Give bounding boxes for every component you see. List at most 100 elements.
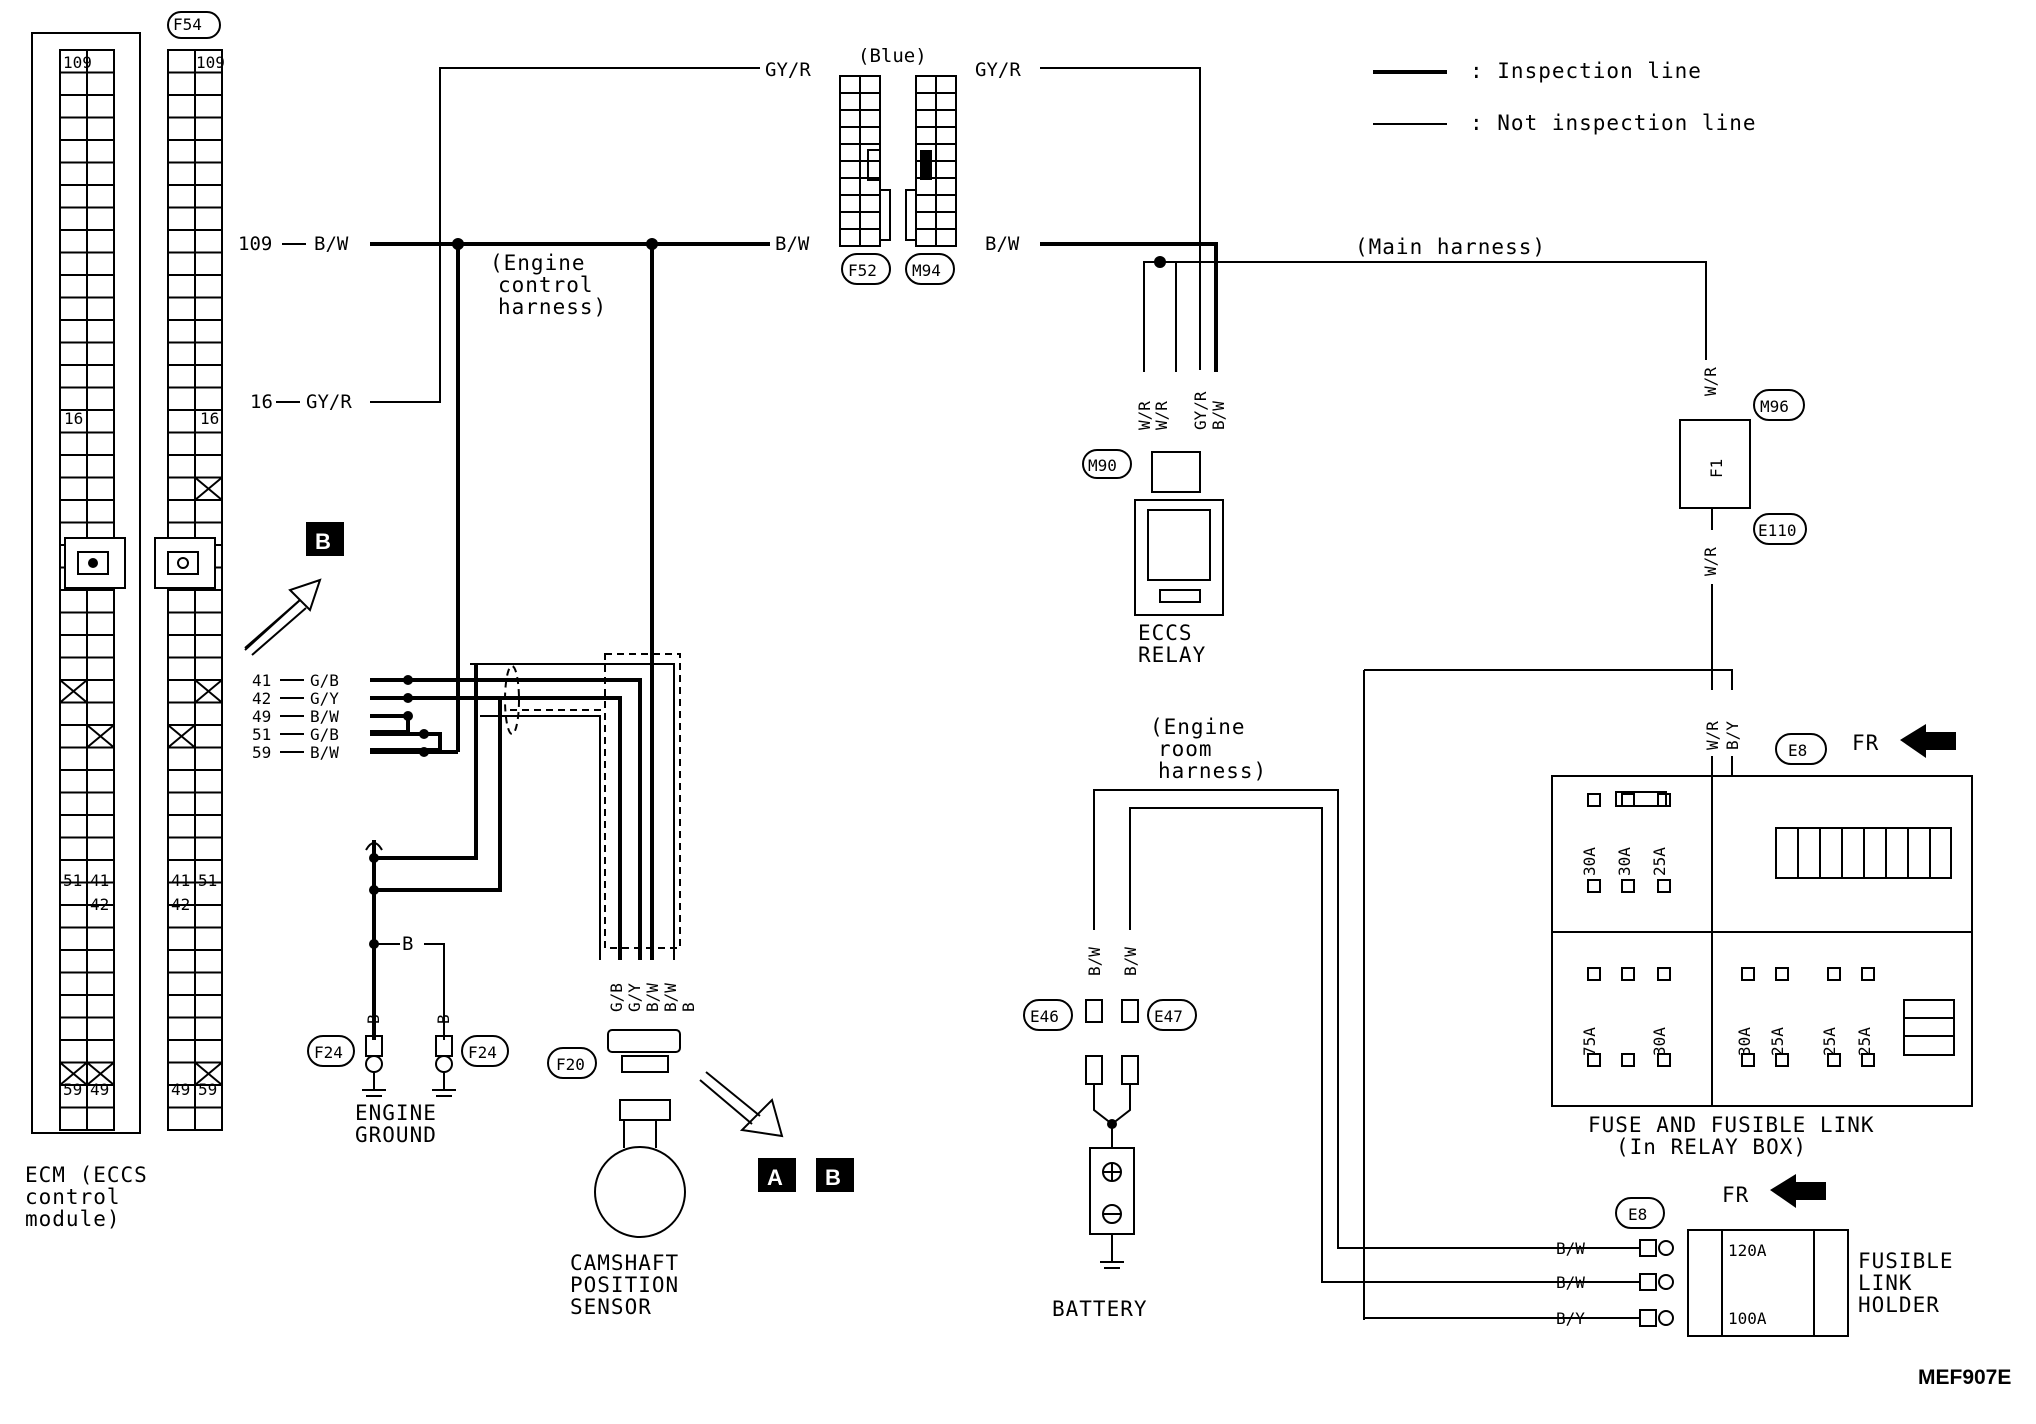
junction-ground-b <box>369 885 379 895</box>
wire-16-color: GY/R <box>306 391 352 413</box>
fuse-terminal <box>1775 967 1789 981</box>
ecm-unused-pin <box>86 724 115 749</box>
m90-bubble <box>1082 449 1132 479</box>
e47-plug <box>1121 1055 1139 1085</box>
wire-ground-b-left: B <box>364 1014 383 1024</box>
fuse-bot-2: 30A <box>1650 1027 1669 1056</box>
ecm-pin-51-left: 51 <box>63 871 82 890</box>
shield-collar <box>504 665 520 735</box>
fuse-bot-5: 25A <box>1820 1027 1839 1056</box>
holder-eyelet <box>1658 1240 1674 1256</box>
harness-engine-control-3: harness) <box>498 295 607 319</box>
left-wire-pin: 42 <box>252 689 271 708</box>
e8-top-label: E8 <box>1788 741 1807 760</box>
connector-f54-bubble <box>167 11 221 39</box>
battery-label: BATTERY <box>1052 1297 1148 1321</box>
battery-minus <box>1102 1204 1122 1224</box>
e110-label: E110 <box>1758 521 1797 540</box>
ecm-unused-pin <box>167 724 196 749</box>
junction-ground-a <box>369 853 379 863</box>
wire-41 <box>370 678 642 960</box>
junction-42 <box>403 693 413 703</box>
holder-terminal <box>1639 1309 1657 1327</box>
m96-bubble <box>1753 389 1805 421</box>
fuse-terminal <box>1587 793 1601 807</box>
wire-109-color: B/W <box>314 233 349 255</box>
holder-eyelet <box>1658 1274 1674 1290</box>
holder-label-1: FUSIBLE <box>1858 1249 1954 1273</box>
ecm-latch-left-inner <box>77 551 109 575</box>
fuse-terminal <box>1657 793 1671 807</box>
e46-label: E46 <box>1030 1007 1059 1026</box>
junction-59 <box>419 747 429 757</box>
connector-m94: M94 <box>905 75 957 285</box>
legend-inspection-text: : Inspection line <box>1470 59 1702 83</box>
ecm-unused-pin <box>194 476 223 501</box>
relay-label-2: RELAY <box>1138 643 1206 667</box>
fuse-top-3: 25A <box>1650 847 1669 876</box>
relay-label-1: ECCS <box>1138 621 1193 645</box>
wire-e8-by: B/Y <box>1723 721 1742 750</box>
ecm-label-line3: module) <box>25 1207 121 1231</box>
diagram-code: MEF907E <box>1918 1366 2011 1389</box>
f52-tab <box>880 189 891 241</box>
fuse-f1-box <box>1679 419 1751 509</box>
ref-b-box-bottom <box>816 1158 854 1192</box>
ecm-outline <box>31 32 141 1134</box>
connector-f52: F52 <box>839 75 891 285</box>
wire-gyr-top-right: GY/R <box>975 59 1021 81</box>
ref-ab-arrow: A B <box>699 1071 854 1192</box>
holder-terminal <box>1639 1273 1657 1291</box>
holder-label-2: LINK <box>1858 1271 1913 1295</box>
fuse-terminal <box>1827 967 1841 981</box>
ecm-pin-109-right: 109 <box>196 53 225 72</box>
e47-term <box>1121 999 1139 1023</box>
e46-term <box>1085 999 1103 1023</box>
fuse-terminal <box>1741 1053 1755 1067</box>
ecm-pin-16-left: 16 <box>64 409 83 428</box>
relay-coil <box>1147 509 1211 581</box>
ground-tilde <box>365 842 383 851</box>
left-wire-pin: 59 <box>252 743 271 762</box>
fuse-terminal <box>1587 967 1601 981</box>
camshaft-sensor: G/B G/Y B/W B/W B F20 CAMSHAFT POSITION … <box>547 983 698 1319</box>
fuse-terminal <box>1861 967 1875 981</box>
f52-bubble <box>841 253 891 285</box>
fuse-bot-1: 75A <box>1580 1027 1599 1056</box>
ref-b-box-left <box>306 522 344 556</box>
arrow-b-shaft <box>244 599 301 649</box>
fuse-bot-4: 25A <box>1768 1027 1787 1056</box>
wire-f52-bw-label: B/W <box>775 233 810 255</box>
wire-b-to-sensor <box>470 663 675 960</box>
e8-bottom-label: E8 <box>1628 1205 1647 1224</box>
fr-bottom-label: FR <box>1722 1183 1749 1207</box>
ecm-unused-pin <box>59 679 88 704</box>
e46-plug <box>1085 1055 1103 1085</box>
ecm-pin-109-left: 109 <box>63 53 92 72</box>
ecm-label-line1: ECM (ECCS <box>25 1163 148 1187</box>
ecm-unused-pin <box>86 1061 115 1086</box>
ecm-latch-right <box>154 537 216 589</box>
shield-outline <box>604 653 681 949</box>
holder-link-100: 100A <box>1728 1309 1767 1328</box>
f24-right-bubble <box>461 1035 509 1067</box>
engine-ground-label-1: ENGINE <box>355 1101 437 1125</box>
harness-engine-room-2: room <box>1158 737 1213 761</box>
e47-bubble <box>1147 999 1197 1031</box>
relay-wire-bw: B/W <box>1209 401 1228 430</box>
relay-wire-gyr: GY/R <box>1191 391 1210 430</box>
wire-42 <box>370 696 502 892</box>
ground-term-left-eye <box>365 1055 383 1073</box>
fuse-terminal <box>1775 1053 1789 1067</box>
left-wire-pin: 51 <box>252 725 271 744</box>
legend: : Inspection line : Not inspection line <box>1373 59 1756 135</box>
ref-a-text: A <box>767 1165 783 1190</box>
f20-wire-1: G/B <box>607 983 626 1012</box>
wire-f1-wr-top: W/R <box>1701 367 1720 396</box>
fuse-top-2: 30A <box>1615 847 1634 876</box>
left-wire-color: B/W <box>310 707 339 726</box>
fuse-terminal <box>1657 879 1671 893</box>
f24-right-label: F24 <box>468 1043 497 1062</box>
m94-label: M94 <box>912 261 941 280</box>
ecm-pin-49-right: 49 <box>171 1080 190 1099</box>
